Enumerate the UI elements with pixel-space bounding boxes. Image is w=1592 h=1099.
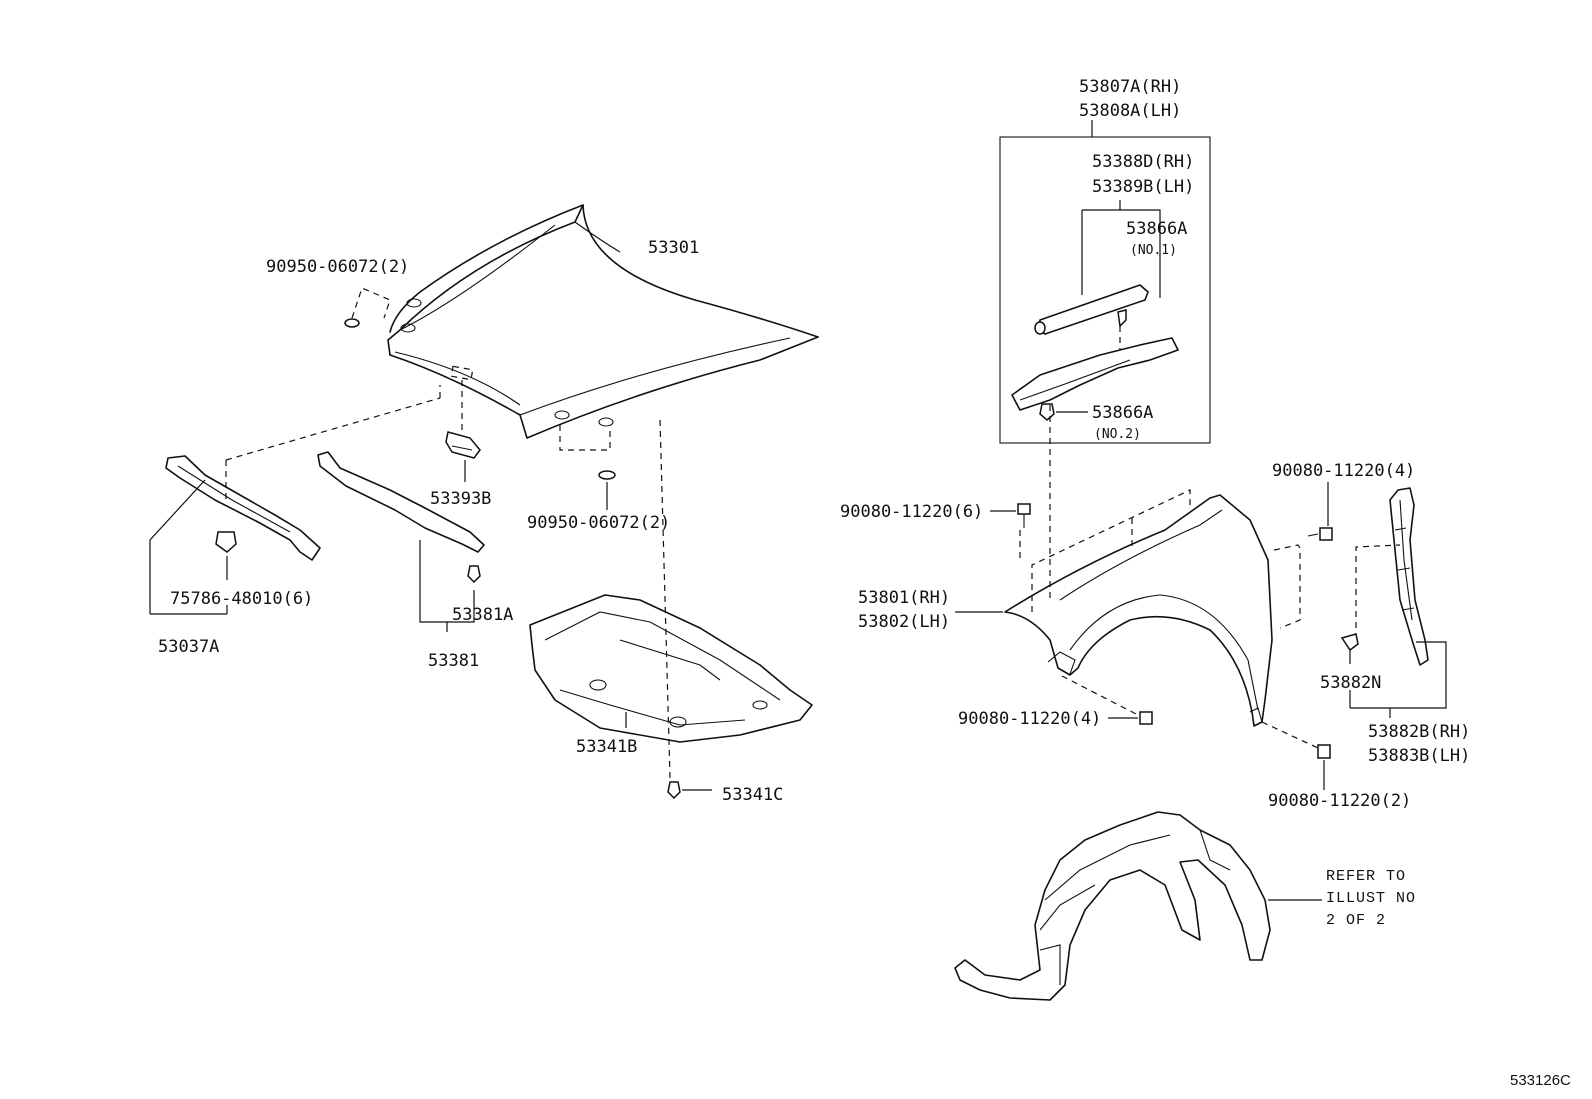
label-hood-plug-top: 90950-06072(2) <box>266 257 409 277</box>
label-clip-no2-sub: (NO.2) <box>1094 427 1141 442</box>
bolt-6[interactable] <box>1017 503 1031 528</box>
label-clip-75786: 75786-48010(6) <box>170 589 313 609</box>
note-line-2: ILLUST NO <box>1326 890 1416 907</box>
label-hood-seal-clip: 53381A <box>452 605 513 625</box>
bolt-4-bottom[interactable] <box>1139 711 1153 725</box>
clip-no2[interactable] <box>1039 403 1055 421</box>
insulator-clip[interactable] <box>667 781 681 800</box>
label-fender-seal-lh: 53883B(LH) <box>1368 746 1470 766</box>
clip-75786[interactable] <box>215 531 237 553</box>
hood-plug-bottom[interactable] <box>598 470 616 480</box>
hood-seal[interactable] <box>317 451 485 553</box>
bolt-2[interactable] <box>1317 744 1331 759</box>
label-fender-seal-set-lh: 53808A(LH) <box>1079 101 1181 121</box>
label-fender-seal-rh: 53882B(RH) <box>1368 722 1470 742</box>
fender-protector-bracket[interactable] <box>1011 337 1179 411</box>
hood-plug-top[interactable] <box>344 318 360 328</box>
label-fender-clip: 53882N <box>1320 673 1381 693</box>
label-hood-bracket: 53393B <box>430 489 491 509</box>
label-fender-rh: 53801(RH) <box>858 588 950 608</box>
label-bolt-4-bottom: 90080-11220(4) <box>958 709 1101 729</box>
label-clip-no2: 53866A <box>1092 403 1153 423</box>
hood-lock-support-seal[interactable] <box>165 455 321 561</box>
fender-seal-set-box <box>999 136 1211 444</box>
note-line-1: REFER TO <box>1326 868 1406 885</box>
label-fender-lh: 53802(LH) <box>858 612 950 632</box>
clip-no1[interactable] <box>1117 309 1127 328</box>
fender-protector-no1[interactable] <box>1034 284 1149 335</box>
hood-insulator[interactable] <box>529 594 813 743</box>
label-bolt-6: 90080-11220(6) <box>840 502 983 522</box>
hood-seal-clip[interactable] <box>467 565 481 584</box>
hood-bracket[interactable] <box>445 431 481 459</box>
label-hood-seal: 53381 <box>428 651 479 671</box>
label-bolt-2: 90080-11220(2) <box>1268 791 1411 811</box>
fender-clip[interactable] <box>1340 633 1359 652</box>
label-fender-seal-set-rh: 53807A(RH) <box>1079 77 1181 97</box>
bolt-4-top[interactable] <box>1307 527 1333 541</box>
label-hood-insulator: 53341B <box>576 737 637 757</box>
note-line-3: 2 OF 2 <box>1326 912 1386 929</box>
label-bolt-4-top: 90080-11220(4) <box>1272 461 1415 481</box>
label-clip-no1: 53866A <box>1126 219 1187 239</box>
diagram-id: 533126C <box>1510 1072 1571 1089</box>
front-fender[interactable] <box>1004 494 1273 727</box>
fender-liner[interactable] <box>954 811 1271 1001</box>
label-hood-plug-bottom: 90950-06072(2) <box>527 513 670 533</box>
label-insulator-clip: 53341C <box>722 785 783 805</box>
label-fender-protector-lh: 53389B(LH) <box>1092 177 1194 197</box>
fender-side-seal[interactable] <box>1389 487 1429 666</box>
hood-panel[interactable] <box>387 204 819 439</box>
label-hood-lock-support-seal: 53037A <box>158 637 219 657</box>
label-clip-no1-sub: (NO.1) <box>1130 243 1177 258</box>
label-fender-protector-rh: 53388D(RH) <box>1092 152 1194 172</box>
label-hood: 53301 <box>648 238 699 258</box>
